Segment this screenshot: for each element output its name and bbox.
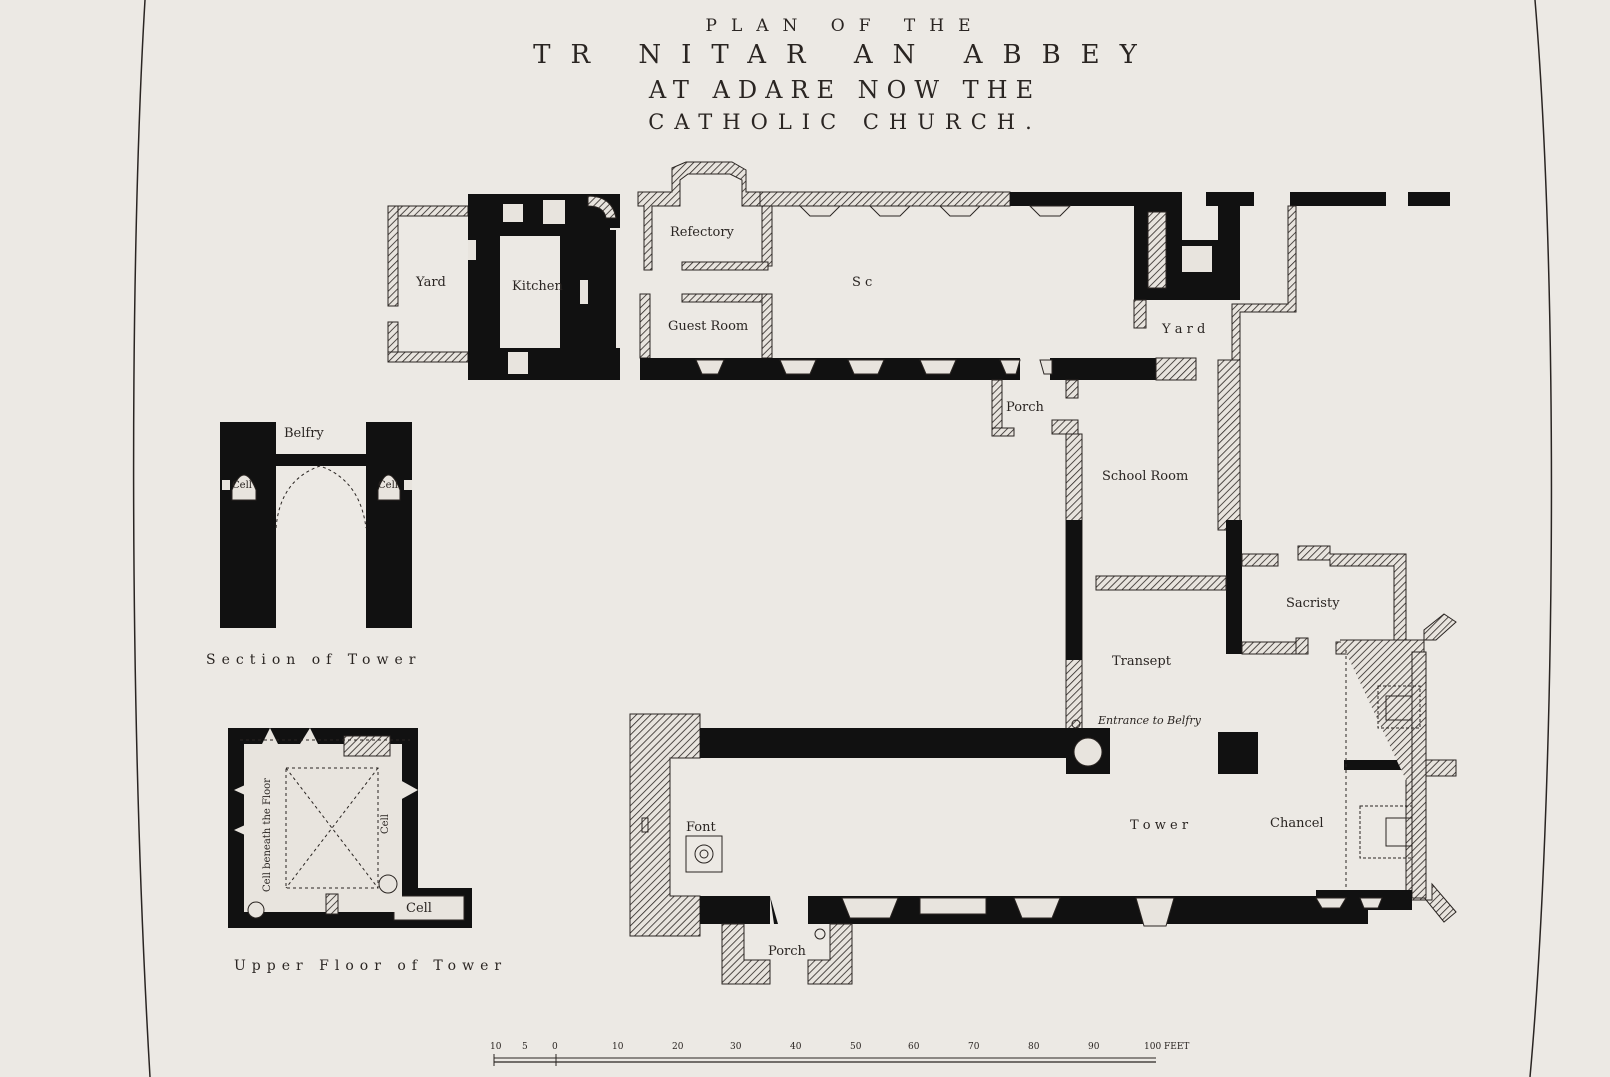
label-transept: Transept xyxy=(1112,654,1171,669)
title-line-2: TR NITAR AN ABBEY xyxy=(533,40,1157,70)
scale-tick-label: 20 xyxy=(672,1042,684,1052)
scale-tick-label: 50 xyxy=(850,1042,862,1052)
label-porch-north: Porch xyxy=(1006,400,1044,415)
label-porch-south: Porch xyxy=(768,944,806,959)
label-belfry: Belfry xyxy=(284,426,324,441)
scale-tick-label: 10 xyxy=(612,1042,624,1052)
scale-tick-label: 40 xyxy=(790,1042,802,1052)
scale-tick-label: 60 xyxy=(908,1042,920,1052)
caption-upper-floor-of-tower: Upper Floor of Tower xyxy=(234,958,508,974)
label-cell-left: Cell xyxy=(232,480,252,491)
tower-upper-floor xyxy=(228,728,472,928)
label-entrance-belfry: Entrance to Belfry xyxy=(1098,714,1201,727)
label-refectory: Refectory xyxy=(670,225,734,240)
scale-tick-label: 70 xyxy=(968,1042,980,1052)
title-line-1: PLAN OF THE xyxy=(705,16,985,36)
church-walls xyxy=(629,613,1457,985)
school-room-walls xyxy=(991,359,1279,735)
scale-tick-label: 10 xyxy=(490,1042,502,1052)
label-yard-left: Yard xyxy=(416,275,446,290)
scale-bar-graphic xyxy=(493,1054,1156,1066)
scale-tick-label: 90 xyxy=(1088,1042,1100,1052)
north-range xyxy=(387,161,1450,381)
title-line-4: CATHOLIC CHURCH. xyxy=(648,110,1042,134)
scale-tick-label: 80 xyxy=(1028,1042,1040,1052)
label-yard-right: Y a r d xyxy=(1162,322,1206,337)
scale-tick-label: 5 xyxy=(522,1042,528,1052)
left-border-line xyxy=(132,0,151,1077)
label-cell-bottom: Cell xyxy=(406,901,432,916)
label-kitchen: Kitchen xyxy=(512,279,563,294)
label-sc: S c xyxy=(852,275,873,290)
label-chancel: Chancel xyxy=(1270,816,1324,831)
label-guest-room: Guest Room xyxy=(668,319,749,334)
title-line-3: AT ADARE NOW THE xyxy=(648,76,1042,104)
label-sacristy: Sacristy xyxy=(1286,596,1340,611)
caption-section-of-tower: Section of Tower xyxy=(206,652,422,668)
sacristy-walls xyxy=(1241,545,1407,655)
label-cell-side: Cell xyxy=(380,814,391,834)
scale-tick-label: 0 xyxy=(552,1042,558,1052)
scale-tick-label: 100 FEET xyxy=(1144,1042,1190,1052)
label-cell-right: Cell xyxy=(378,480,398,491)
right-border-line xyxy=(1529,0,1553,1077)
label-tower: T o w e r xyxy=(1130,818,1189,833)
label-school-room: School Room xyxy=(1102,469,1189,484)
tower-section xyxy=(220,422,412,628)
label-cell-beneath-floor: Cell beneath the Floor xyxy=(262,778,273,892)
scale-tick-label: 30 xyxy=(730,1042,742,1052)
label-font: Font xyxy=(686,820,716,835)
